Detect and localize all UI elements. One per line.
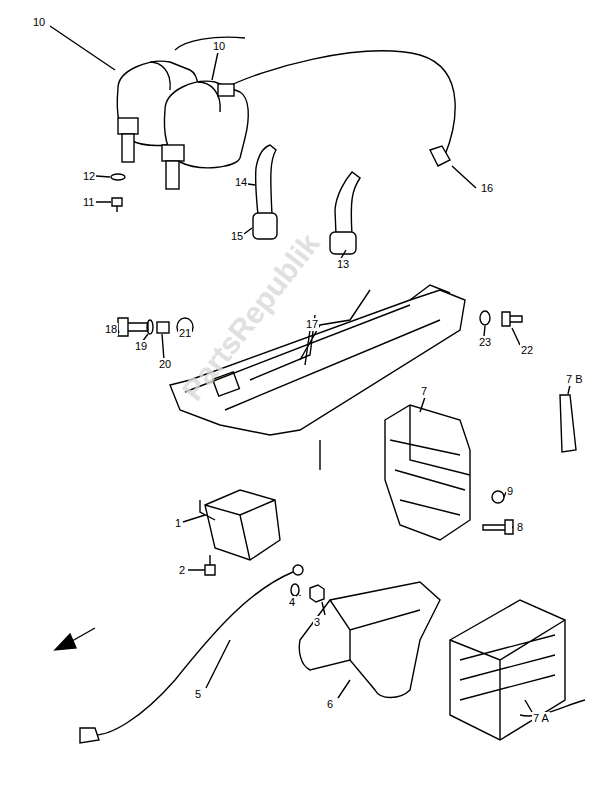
coil-terminal xyxy=(118,118,138,134)
cable-end xyxy=(430,146,450,166)
washer xyxy=(147,320,153,334)
coil-detail xyxy=(198,82,220,112)
ht-lead xyxy=(225,51,455,155)
plug-cap-boot xyxy=(253,213,277,239)
coil-boot xyxy=(166,161,179,189)
regulator-fin xyxy=(390,405,470,515)
callout-number: 1 xyxy=(174,517,182,530)
screw xyxy=(483,520,513,534)
callout-number: 18 xyxy=(104,323,118,336)
callout-number: 22 xyxy=(520,344,534,357)
callout-number: 4 xyxy=(288,596,296,609)
callout-number: 3 xyxy=(313,616,321,629)
callout-number: 12 xyxy=(82,170,96,183)
cable-terminal xyxy=(80,728,99,743)
bolt xyxy=(118,318,148,336)
callout-number: 10 xyxy=(212,40,226,53)
callout-number: 10 xyxy=(32,16,46,29)
plug-cap xyxy=(256,145,276,215)
ht-lead xyxy=(175,37,245,50)
washer xyxy=(492,491,504,503)
callout-number: 5 xyxy=(194,688,202,701)
coil-tower xyxy=(218,84,234,96)
callout-number: 20 xyxy=(158,358,172,371)
rectifier-fin xyxy=(450,620,565,740)
callout-number: 17 xyxy=(305,318,319,331)
arrowhead xyxy=(55,634,76,650)
bolt xyxy=(502,312,522,326)
callout-number: 7 B xyxy=(565,373,584,386)
coil-boot xyxy=(122,134,134,162)
plug-cap-boot xyxy=(330,232,356,254)
callout-number: 7 xyxy=(420,385,428,398)
screw xyxy=(205,555,215,575)
plug-cap xyxy=(335,172,360,235)
leader-line xyxy=(50,26,570,712)
callout-number: 13 xyxy=(336,258,350,271)
washer xyxy=(111,174,125,180)
washer xyxy=(480,311,490,325)
washer xyxy=(291,584,299,596)
cover-detail xyxy=(330,600,420,660)
callout-number: 11 xyxy=(82,196,95,209)
screw xyxy=(112,198,122,212)
callout-number: 6 xyxy=(326,698,334,711)
callout-number: 15 xyxy=(230,230,244,243)
callout-number: 16 xyxy=(480,182,494,195)
callout-number: 7 A xyxy=(532,712,550,725)
coil-terminal xyxy=(162,145,184,161)
rectifier xyxy=(450,600,565,740)
callout-number: 14 xyxy=(234,176,248,189)
relay-detail xyxy=(200,500,275,560)
callout-number: 9 xyxy=(506,485,514,498)
coil-detail xyxy=(150,62,170,90)
cable xyxy=(95,572,293,735)
rubber-cover xyxy=(299,582,440,698)
callout-number: 19 xyxy=(134,340,148,353)
cable-eyelet xyxy=(293,565,303,575)
callout-number: 2 xyxy=(178,564,186,577)
regulator xyxy=(385,405,470,540)
connector-boot xyxy=(560,395,576,452)
callout-number: 21 xyxy=(178,327,192,340)
spacer xyxy=(157,322,169,333)
callout-number: 23 xyxy=(478,336,492,349)
nut xyxy=(310,585,324,602)
callout-number: 8 xyxy=(516,521,524,534)
